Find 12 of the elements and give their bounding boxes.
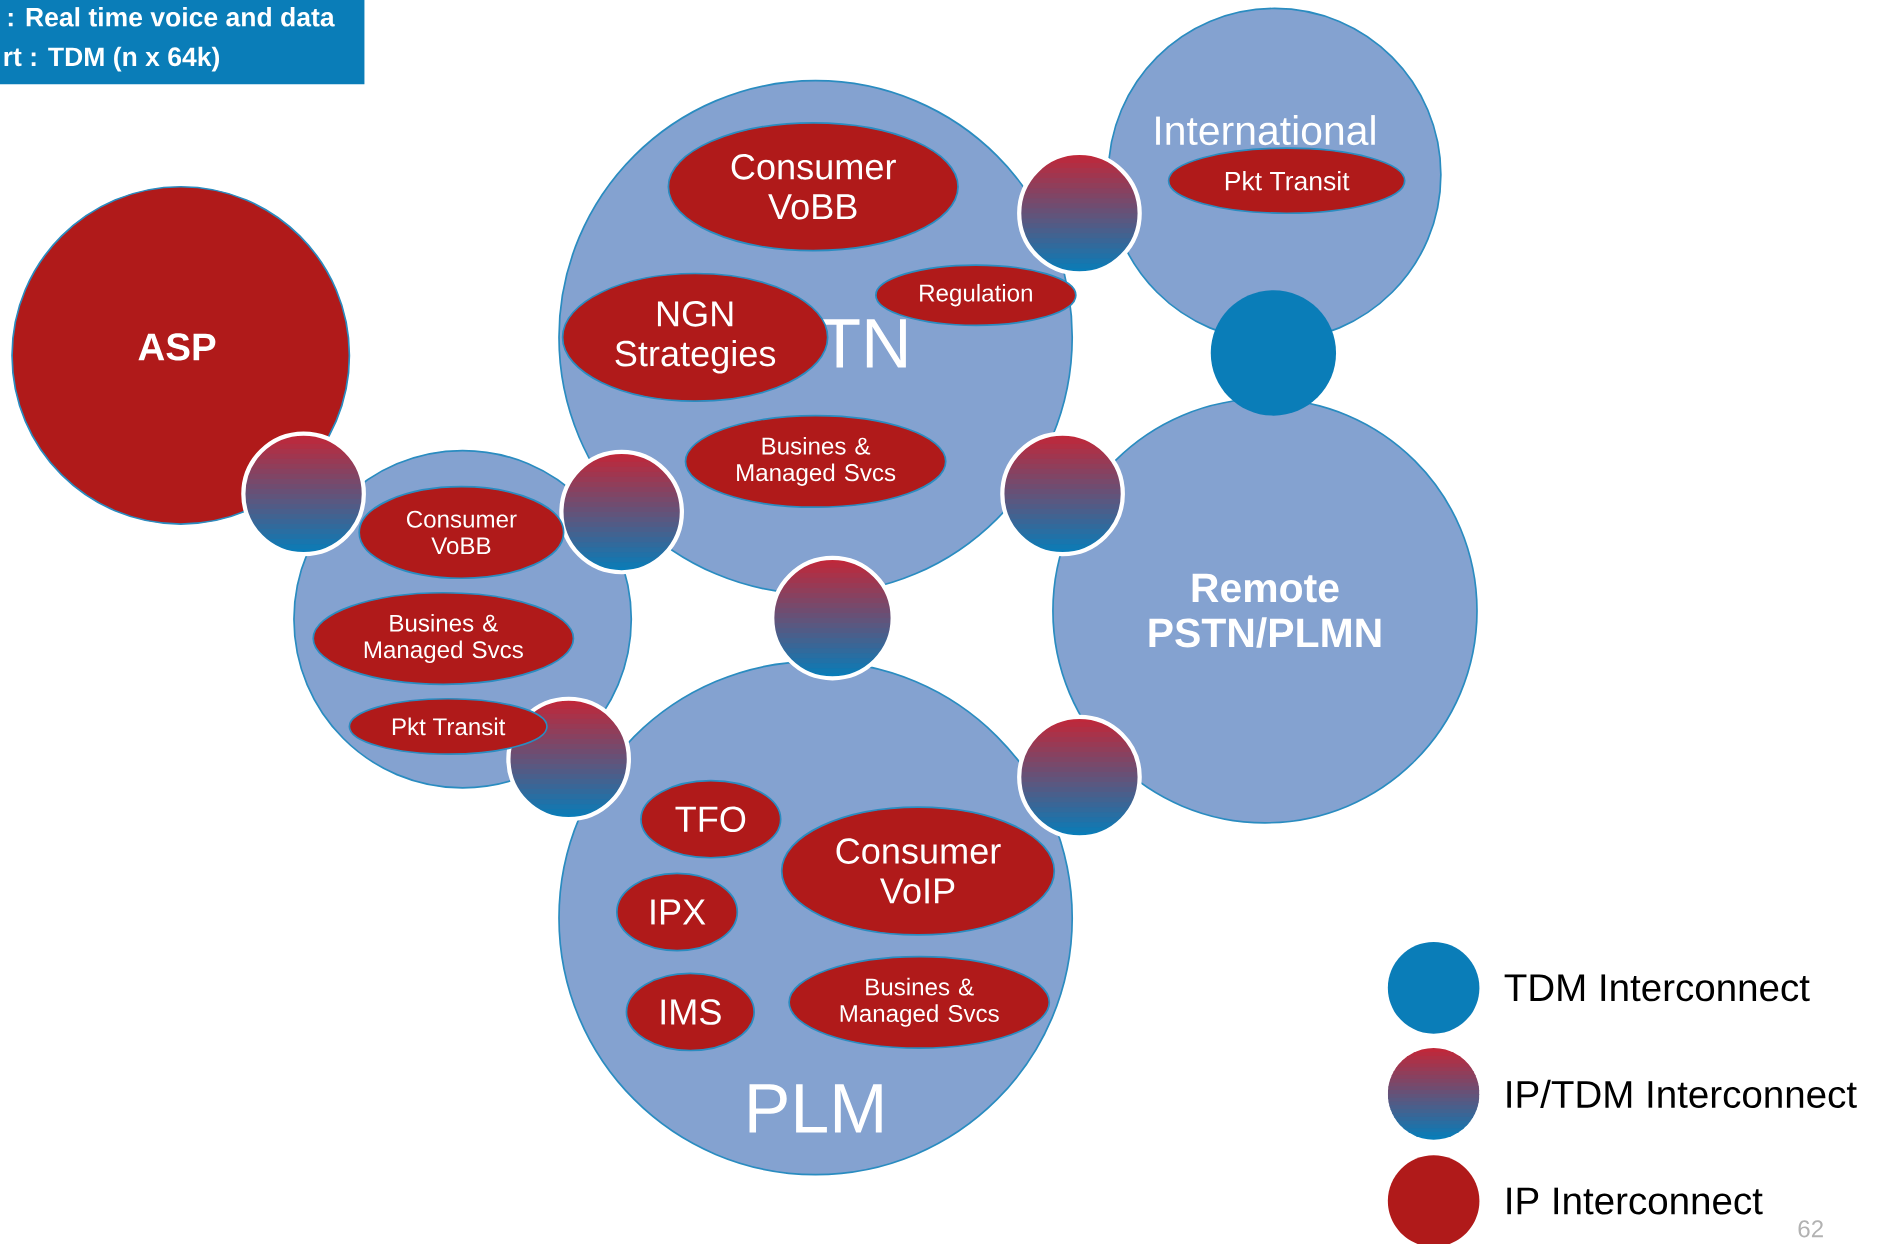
page-number: 62	[1798, 1220, 1823, 1238]
interconnect-circle	[241, 431, 366, 557]
interconnect-circle	[1017, 150, 1142, 276]
interconnect-circle	[559, 449, 684, 575]
interconnect-circle	[1017, 714, 1142, 840]
interconnect-circle	[1000, 431, 1125, 557]
interconnect-circle	[1210, 290, 1337, 416]
legend-text: TDM Interconnect	[1504, 974, 1810, 1002]
legend-text: IP/TDM Interconnect	[1507, 1079, 1857, 1108]
interconnect-circle	[770, 555, 895, 681]
legend-text: IP Interconnect	[1507, 1187, 1763, 1215]
header-box: : Real time voice and data rt : TDM (n x 64k)	[0, 0, 365, 85]
